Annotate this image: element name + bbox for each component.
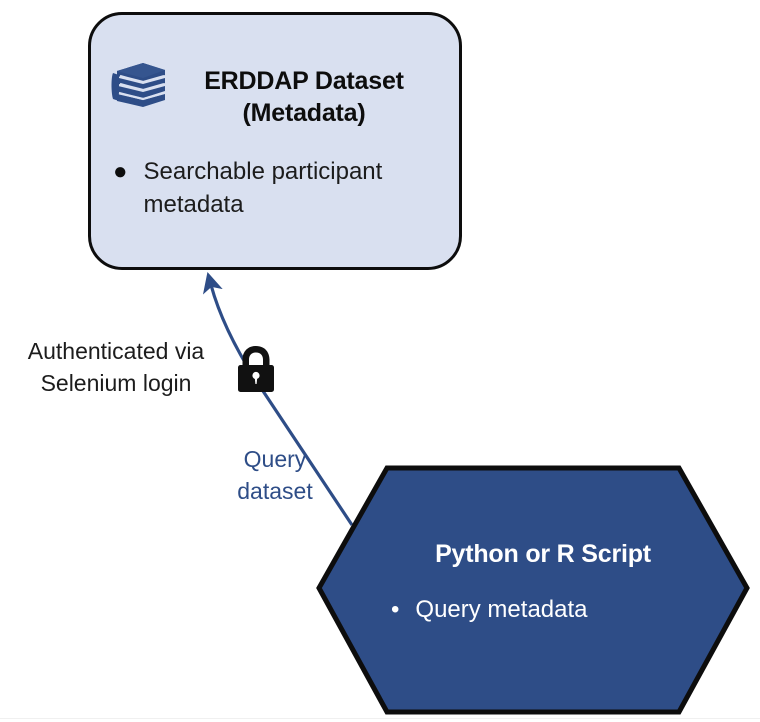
auth-label-line2: Selenium login [40,369,192,396]
script-bullet-item: • Query metadata [391,594,711,625]
auth-label-line1: Authenticated via [27,338,205,364]
script-title: Python or R Script [435,540,651,568]
node-erddap-dataset[interactable]: ERDDAP Dataset (Metadata) ● Searchable p… [88,12,462,270]
connector-label-query: Query dataset [205,444,345,507]
query-label-line1: Query [243,446,307,472]
erddap-bullet-item: ● Searchable participant metadata [113,155,453,221]
script-bullet-text: Query metadata [415,596,588,623]
erddap-title-line1: ERDDAP Dataset [204,67,404,95]
lock-icon [234,344,278,396]
books-icon [109,59,169,117]
hexagon-shape [316,465,750,715]
bullet-marker-icon: • [391,596,400,623]
erddap-title-line2: (Metadata) [242,99,366,127]
connector-label-authenticated: Authenticated via Selenium login [8,336,224,399]
erddap-bullet-text: Searchable participant metadata [143,158,383,219]
erddap-title: ERDDAP Dataset (Metadata) [91,65,465,129]
bottom-divider [0,718,760,719]
bullet-marker-icon: ● [113,158,128,185]
node-python-r-script[interactable]: Python or R Script • Query metadata [313,462,753,718]
query-label-line2: dataset [237,477,313,504]
